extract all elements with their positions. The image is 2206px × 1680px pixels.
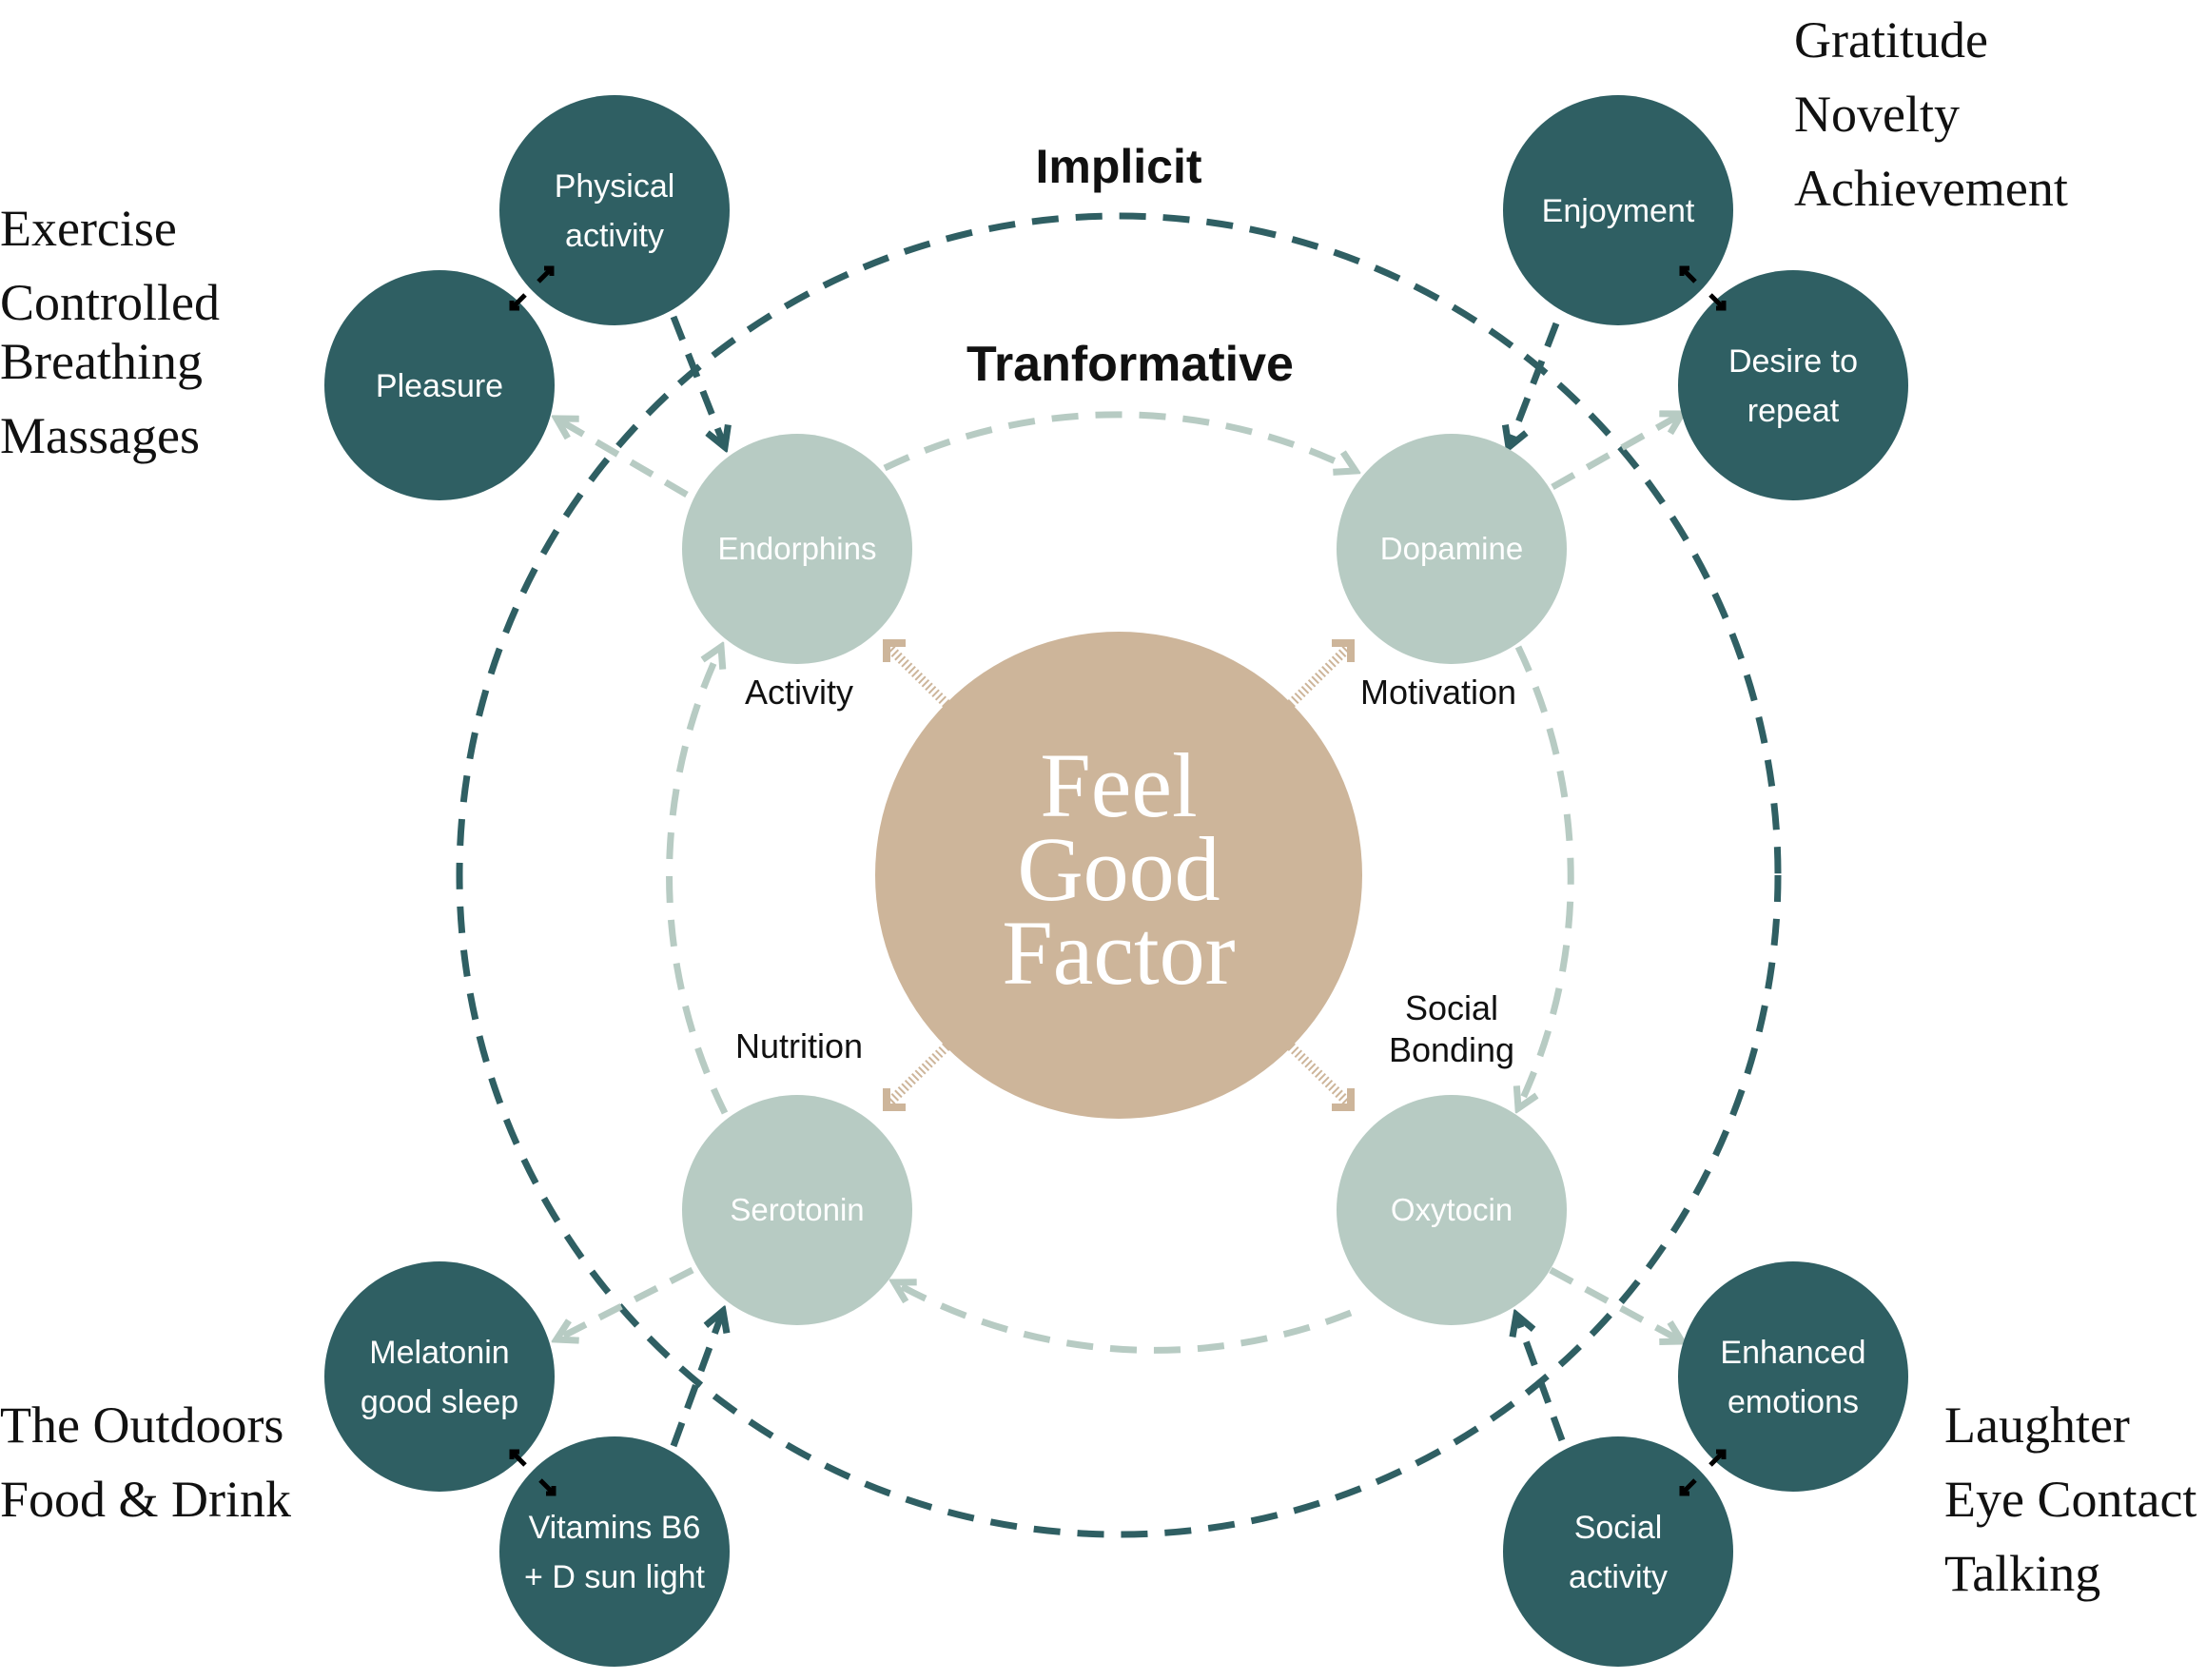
center-title-line: Factor [1002,902,1235,1004]
outcome-label-desire-to-repeat: repeat [1747,393,1840,429]
arrow-serotonin-to-melatonin [556,1266,694,1339]
outcome-node-melatonin[interactable] [324,1261,555,1492]
driver-label-oxytocin: Bonding [1389,1030,1514,1069]
hormone-node-dopamine[interactable] [1337,434,1567,664]
spoke-arrowhead-bottom-right [1332,1088,1355,1111]
outcome-label-vitamins: + D sun light [524,1559,705,1595]
example-bottom-right: Eye Contact [1944,1471,2196,1528]
center-title-line: Good [1017,818,1220,920]
outcome-node-physical-activity[interactable] [499,95,730,325]
outcome-label-enhanced-emotions: emotions [1728,1384,1859,1420]
implicit-ring [456,212,1782,1538]
outcome-label-enhanced-emotions: Enhanced [1720,1335,1865,1371]
example-bottom-left: Food & Drink [0,1471,291,1528]
transform-arc-right [1518,645,1574,1108]
transform-arc-left [666,647,729,1115]
example-bottom-right: Laughter [1944,1397,2130,1454]
pair-arrow-icon [509,1449,527,1467]
outcome-label-pleasure: Pleasure [376,368,503,404]
hormone-label-serotonin: Serotonin [730,1192,864,1227]
hormone-node-serotonin[interactable] [682,1095,912,1325]
outcome-label-desire-to-repeat: Desire to [1728,343,1858,380]
driver-label-oxytocin: Social [1405,988,1498,1027]
spoke-arrowhead-top-left [883,639,906,662]
example-bottom-right: Talking [1944,1545,2100,1602]
hormone-label-oxytocin: Oxytocin [1391,1192,1513,1227]
spoke-bottom-right [1287,1043,1355,1109]
transform-arc-top [883,411,1356,471]
pair-arrow-icon [1679,1478,1697,1496]
outcome-node-desire-to-repeat[interactable] [1678,270,1908,500]
spoke-top-right [1287,641,1355,708]
spoke-bottom-left [883,1043,950,1109]
arrow-dopamine-to-desire [1551,414,1682,491]
arrow-social-activity-to-oxytocin [1516,1315,1566,1442]
example-top-right: Gratitude [1794,11,1988,68]
example-top-left: Exercise [0,200,177,257]
spoke-top-left [883,641,950,708]
driver-label-serotonin: Nutrition [735,1026,863,1065]
driver-label-endorphins: Activity [745,673,853,712]
implicit-ring-label: Implicit [1035,140,1201,193]
transform-arc-bottom [894,1282,1353,1354]
pair-arrow-icon [1708,293,1727,311]
hormone-label-endorphins: Endorphins [718,531,877,566]
example-top-left: Breathing [0,333,203,390]
outcome-node-vitamins[interactable] [499,1436,730,1667]
hormone-node-oxytocin[interactable] [1337,1095,1567,1325]
example-top-right: Novelty [1794,86,1960,143]
outcome-node-pleasure[interactable] [324,270,555,500]
arrow-oxytocin-to-enhanced [1549,1266,1682,1341]
pair-arrow-icon [538,1478,556,1496]
outcome-node-enhanced-emotions[interactable] [1678,1261,1908,1492]
example-bottom-left: The Outdoors [0,1397,283,1454]
outcome-label-melatonin: Melatonin [369,1335,509,1371]
arrow-endorphins-to-pleasure [556,419,689,498]
spoke-arrowhead-bottom-left [883,1088,906,1111]
center-title-line: Feel [1040,734,1197,836]
example-top-left: Controlled [0,274,220,331]
example-top-right: Achievement [1794,160,2068,217]
driver-label-dopamine: Motivation [1360,673,1516,712]
outcome-label-social-activity: Social [1574,1510,1663,1546]
hormone-node-endorphins[interactable] [682,434,912,664]
outcome-label-social-activity: activity [1569,1559,1668,1595]
pair-arrow-icon [1708,1449,1727,1467]
example-top-left: Massages [0,407,200,464]
outcome-label-melatonin: good sleep [361,1384,518,1420]
pair-arrow-icon [509,293,527,311]
transformative-ring-label: Tranformative [966,337,1294,392]
spoke-arrowhead-top-right [1332,639,1355,662]
center-circle [875,632,1362,1119]
outcome-label-physical-activity: activity [565,218,664,254]
pair-arrow-icon [537,265,555,283]
pair-arrow-icon [1679,265,1697,283]
outcome-node-enjoyment[interactable] [1503,95,1733,325]
hormone-label-dopamine: Dopamine [1380,531,1523,566]
outcome-label-enjoyment: Enjoyment [1542,193,1695,229]
arrow-physical-activity-to-endorphins [670,315,725,447]
arrow-vitamins-to-serotonin [670,1311,723,1448]
outcome-label-physical-activity: Physical [555,168,675,205]
outcome-label-vitamins: Vitamins B6 [529,1510,701,1546]
arrow-enjoyment-to-dopamine [1509,322,1560,447]
outcome-node-social-activity[interactable] [1503,1436,1733,1667]
